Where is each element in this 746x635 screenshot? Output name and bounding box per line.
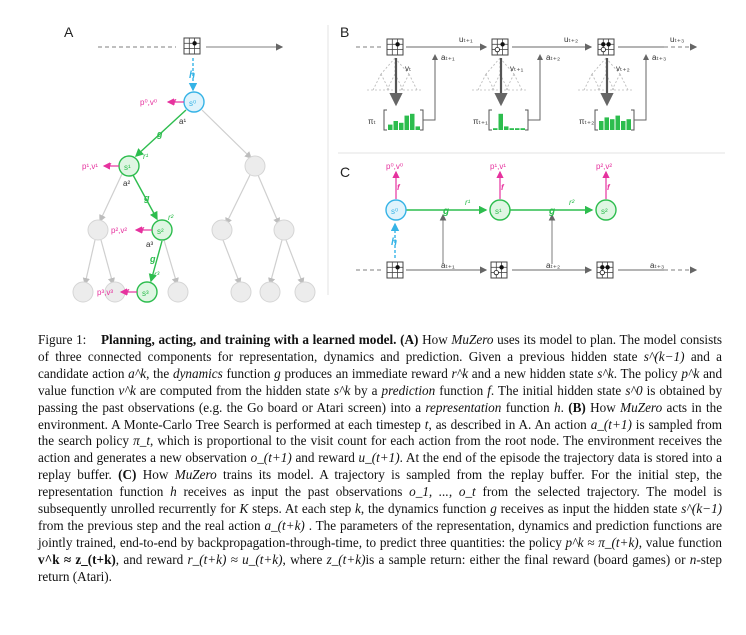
a-f1-label: f: [108, 162, 112, 171]
c-state-s0: [385, 199, 407, 221]
c-pv1-label: p¹,v¹: [490, 162, 506, 171]
c-h-label: h: [391, 237, 397, 248]
figure-caption: Figure 1: Planning, acting, and training…: [38, 332, 723, 584]
a-f3-label: f: [126, 288, 130, 297]
policy-bar: [493, 128, 498, 130]
a-a3-label: a³: [146, 240, 153, 249]
policy-bar: [515, 128, 520, 130]
policy-bar: [626, 119, 631, 130]
policy-bar: [604, 117, 609, 130]
policy-bar: [610, 119, 615, 130]
go-board-icon: [386, 38, 404, 56]
a-pv0-label: p⁰,v⁰: [140, 98, 157, 107]
figure-label: Figure 1:: [38, 332, 87, 347]
c-action-1: aₜ₊₁: [441, 261, 455, 270]
policy-bar: [504, 126, 509, 130]
b-action-2: aₜ₊₂: [546, 53, 560, 62]
a-a1-label: a¹: [179, 117, 186, 126]
c-pv2-label: p²,v²: [596, 162, 612, 171]
policy-bar: [393, 121, 398, 130]
c-action-2: aₜ₊₂: [546, 261, 560, 270]
policy-bar: [509, 128, 514, 130]
a-r2-label: r²: [168, 213, 174, 222]
a-pv2-label: p²,v²: [111, 226, 127, 235]
c-s0-text: s⁰: [391, 207, 398, 216]
a-f2-label: f: [141, 226, 145, 235]
policy-bar: [415, 126, 420, 130]
b-value-2: vₜ₊₁: [510, 64, 524, 73]
policy-bar: [498, 113, 503, 130]
panel-b-label: B: [340, 24, 349, 40]
c-s1-text: s¹: [495, 207, 502, 216]
panel-a: h s: [72, 37, 316, 303]
c-action-3: aₜ₊₃: [650, 261, 664, 270]
policy-bar: [404, 115, 409, 130]
figure-1: A B C h: [64, 24, 725, 303]
policy-bar: [399, 122, 404, 130]
policy-bar: [615, 115, 620, 130]
figure-title: Planning, acting, and training with a le…: [100, 332, 397, 347]
a-s1-text: s¹: [124, 163, 131, 172]
b-policy-2: πₜ₊₁: [473, 117, 488, 126]
a-pv1-label: p¹,v¹: [82, 162, 98, 171]
go-board-icon: [183, 37, 201, 55]
a-r3-label: r³: [154, 270, 160, 279]
go-board-icon: [491, 38, 509, 56]
a-g1-label: g: [156, 129, 163, 139]
b-policy-3: πₜ₊₂: [579, 117, 594, 126]
a-a2-label: a²: [123, 179, 130, 188]
panel-c: h g g r¹ r² s⁰ s¹ s² f f f p⁰,v⁰ p¹,v¹ p…: [356, 162, 698, 279]
c-state-s1: [489, 199, 511, 221]
b-timestep-3: vₜ₊₂ πₜ₊₂ aₜ₊₃ uₜ₊₃: [578, 35, 684, 131]
b-reward-3: uₜ₊₃: [670, 35, 684, 44]
b-action-3: aₜ₊₃: [652, 53, 666, 62]
b-value-3: vₜ₊₂: [616, 64, 630, 73]
b-policy-1: πₜ: [368, 117, 376, 126]
policy-bar: [621, 121, 626, 130]
a-s3-text: s³: [142, 289, 149, 298]
b-timestep-2: vₜ₊₁ πₜ₊₁ aₜ₊₂ uₜ₊₂: [472, 35, 578, 131]
policy-bar: [388, 124, 393, 130]
policy-bar: [520, 128, 525, 130]
c-f0-label: f: [397, 183, 401, 192]
go-board-icon: [596, 261, 614, 279]
c-pv0-label: p⁰,v⁰: [386, 162, 403, 171]
a-r1-label: r¹: [143, 152, 149, 161]
b-reward-2: uₜ₊₂: [564, 35, 578, 44]
go-board-icon: [597, 38, 615, 56]
a-s0-text: s⁰: [189, 99, 196, 108]
a-s2-text: s²: [157, 227, 164, 236]
a-h-label: h: [189, 70, 195, 81]
b-reward-1: uₜ₊₁: [459, 35, 473, 44]
a-g2-label: g: [143, 193, 150, 203]
c-f2-label: f: [607, 183, 611, 192]
c-state-s2: [595, 199, 617, 221]
b-value-1: vₜ: [405, 64, 411, 73]
panel-c-label: C: [340, 164, 350, 180]
go-board-icon: [490, 261, 508, 279]
b-action-1: aₜ₊₁: [441, 53, 455, 62]
policy-bar: [599, 121, 604, 130]
go-board-icon: [386, 261, 404, 279]
c-s2-text: s²: [601, 207, 608, 216]
c-r1-label: r¹: [465, 198, 471, 207]
a-pv3-label: p³,v³: [97, 288, 113, 297]
a-g3-label: g: [149, 254, 156, 264]
panel-a-label: A: [64, 24, 74, 40]
c-f1-label: f: [501, 183, 505, 192]
policy-bar: [410, 113, 415, 130]
panel-b: vₜ πₜ aₜ₊₁ uₜ₊₁ vₜ₊₁ πₜ₊₁ aₜ₊₂ uₜ₊₂ vₜ₊₂ πₜ₊₂ aₜ₊₃…: [356, 35, 698, 131]
c-g2-label: g: [548, 206, 555, 217]
a-f0-label: f: [173, 98, 177, 107]
b-timestep-1: vₜ πₜ aₜ₊₁ uₜ₊₁: [367, 35, 473, 131]
c-r2-label: r²: [569, 198, 575, 207]
c-g1-label: g: [442, 206, 449, 217]
